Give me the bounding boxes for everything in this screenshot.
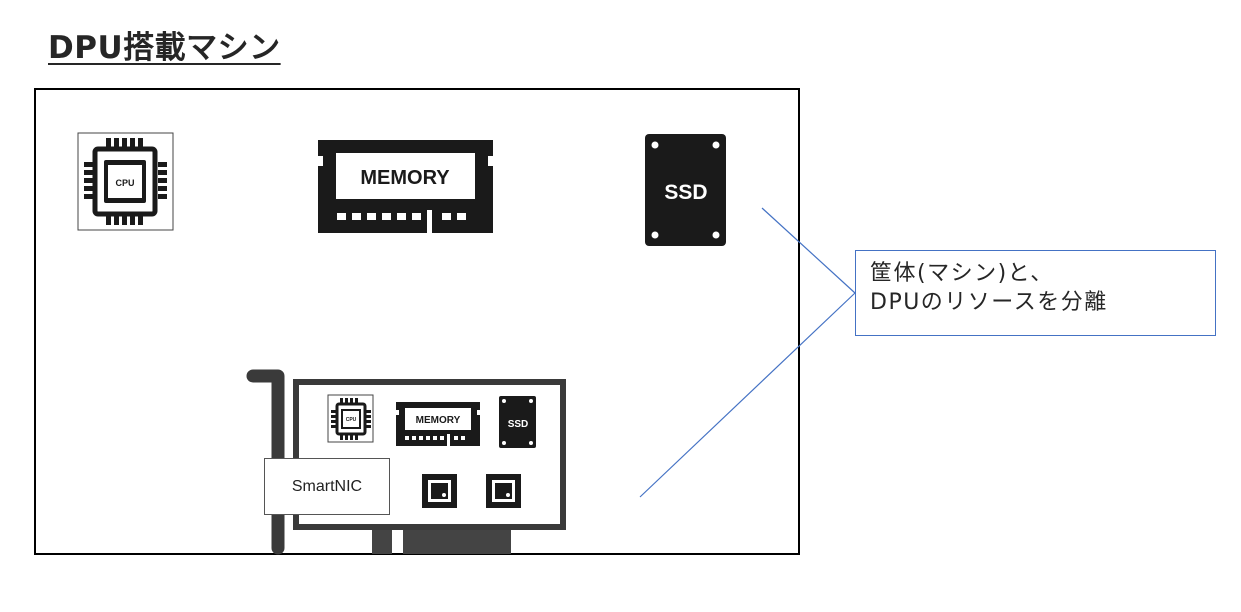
callout-line-2: DPUのリソースを分離: [870, 290, 1108, 315]
cpu-icon: CPU: [77, 132, 174, 231]
callout-line-1: 筐体(マシン)と、: [870, 261, 1054, 286]
nic-cpu-icon: CPU: [327, 394, 374, 443]
memory-label: MEMORY: [360, 167, 450, 189]
nic-chip-icon: [486, 474, 521, 508]
nic-memory-label: MEMORY: [416, 415, 461, 426]
callout-connector: [639, 207, 856, 498]
ssd-icon: SSD: [645, 134, 726, 246]
nic-ssd-label: SSD: [508, 419, 529, 430]
nic-chip-icon: [422, 474, 457, 508]
nic-ssd-icon: SSD: [499, 396, 536, 448]
nic-cpu-label: CPU: [346, 417, 357, 423]
page-title: DPU搭載マシン: [48, 30, 281, 66]
ssd-label: SSD: [664, 181, 707, 204]
callout-box: 筐体(マシン)と、 DPUのリソースを分離: [855, 250, 1216, 336]
memory-icon: MEMORY: [318, 140, 493, 233]
nic-memory-icon: MEMORY: [396, 402, 480, 446]
smartnic-label: SmartNIC: [264, 458, 390, 515]
cpu-label: CPU: [115, 178, 134, 188]
